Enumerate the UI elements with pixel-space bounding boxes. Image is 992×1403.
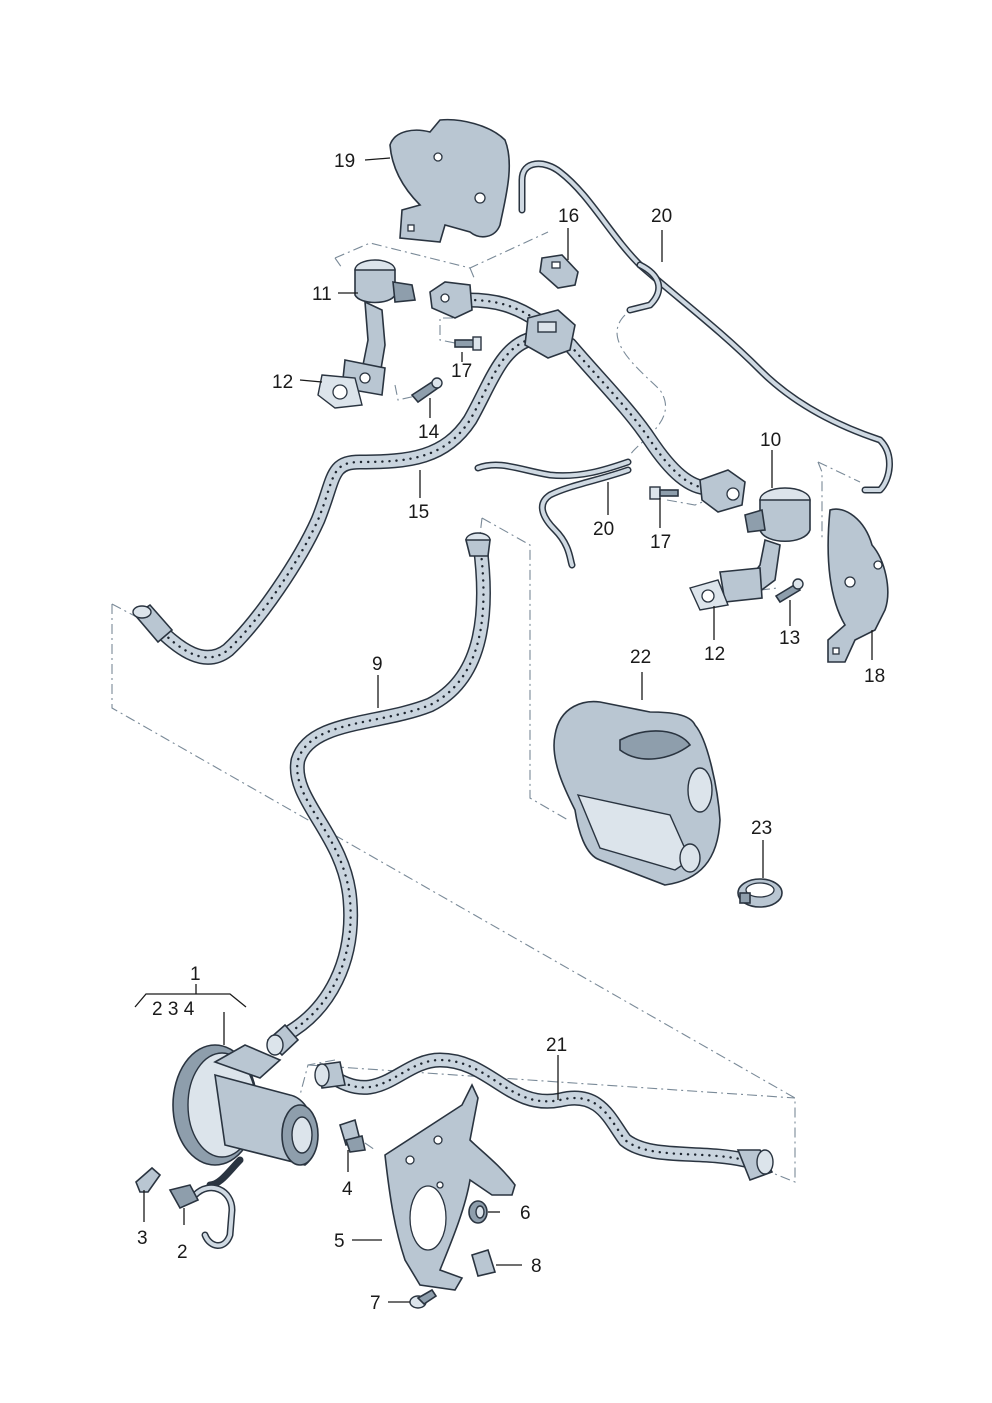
combi-valve-11 [341,259,416,396]
secondary-air-pump-1 [172,1044,319,1189]
callout-8: 8 [531,1256,542,1277]
callout-19: 19 [334,151,355,172]
leader-lines [134,157,873,1303]
callout-12-left: 12 [272,372,293,393]
bolt-7 [409,1288,438,1309]
callout-21: 21 [546,1035,567,1056]
t-piece-connector [524,309,576,359]
bolt-17-lower [649,486,679,500]
hose-upper-right-branch [562,337,720,496]
callout-2: 2 [177,1242,188,1263]
vacuum-pipe-20-lower [474,458,632,569]
callout-15: 15 [408,502,429,523]
mounting-bracket-5 [384,1083,516,1291]
wiring-connector-2 [168,1184,236,1249]
clamp-23 [737,878,783,908]
bolt-17-upper [454,336,482,351]
heat-shield-18 [827,508,889,663]
callout-14: 14 [418,422,440,443]
callout-13: 13 [779,628,800,649]
assembly-guide-lines [111,231,861,1183]
bolt-14 [410,377,443,404]
callout-16: 16 [558,206,579,227]
combi-valve-10 [699,469,811,603]
callout-20-upper: 20 [651,206,672,227]
callout-9: 9 [372,654,383,675]
clip-8 [471,1248,497,1277]
cover-22 [553,700,721,886]
callout-1: 1 [190,964,201,985]
sensor-4 [339,1118,366,1153]
callout-18: 18 [864,666,885,687]
callout-20-lower: 20 [593,519,614,540]
grommet-6 [468,1200,488,1224]
callout-6: 6 [520,1203,531,1224]
bracket-16 [539,254,579,289]
vacuum-pipe-20-upper [518,160,893,494]
callout-7: 7 [370,1293,381,1314]
heat-shield-19 [389,118,511,243]
pipe-flange-upper [429,281,473,319]
callout-23: 23 [751,818,772,839]
callout-12-right: 12 [704,644,725,665]
clip-3 [135,1166,162,1193]
callout-22: 22 [630,647,651,668]
callout-10: 10 [760,430,781,451]
hose-fittings [132,532,774,1182]
hose-21 [322,1052,753,1168]
hose-9 [277,537,491,1043]
callout-5: 5 [334,1231,345,1252]
gasket-12-right [689,579,729,611]
bolt-13 [774,578,804,604]
callout-11: 11 [312,284,332,305]
callout-17-upper: 17 [451,361,472,382]
callout-2-3-4: 2 3 4 [152,999,195,1020]
hose-15 [150,332,536,665]
gasket-12-left [317,374,363,409]
callout-4: 4 [342,1179,353,1200]
callout-labels: 19 20 16 11 12 17 14 15 20 17 10 12 13 1… [137,151,885,1314]
callout-17-lower: 17 [650,532,671,553]
callout-3: 3 [137,1228,148,1249]
